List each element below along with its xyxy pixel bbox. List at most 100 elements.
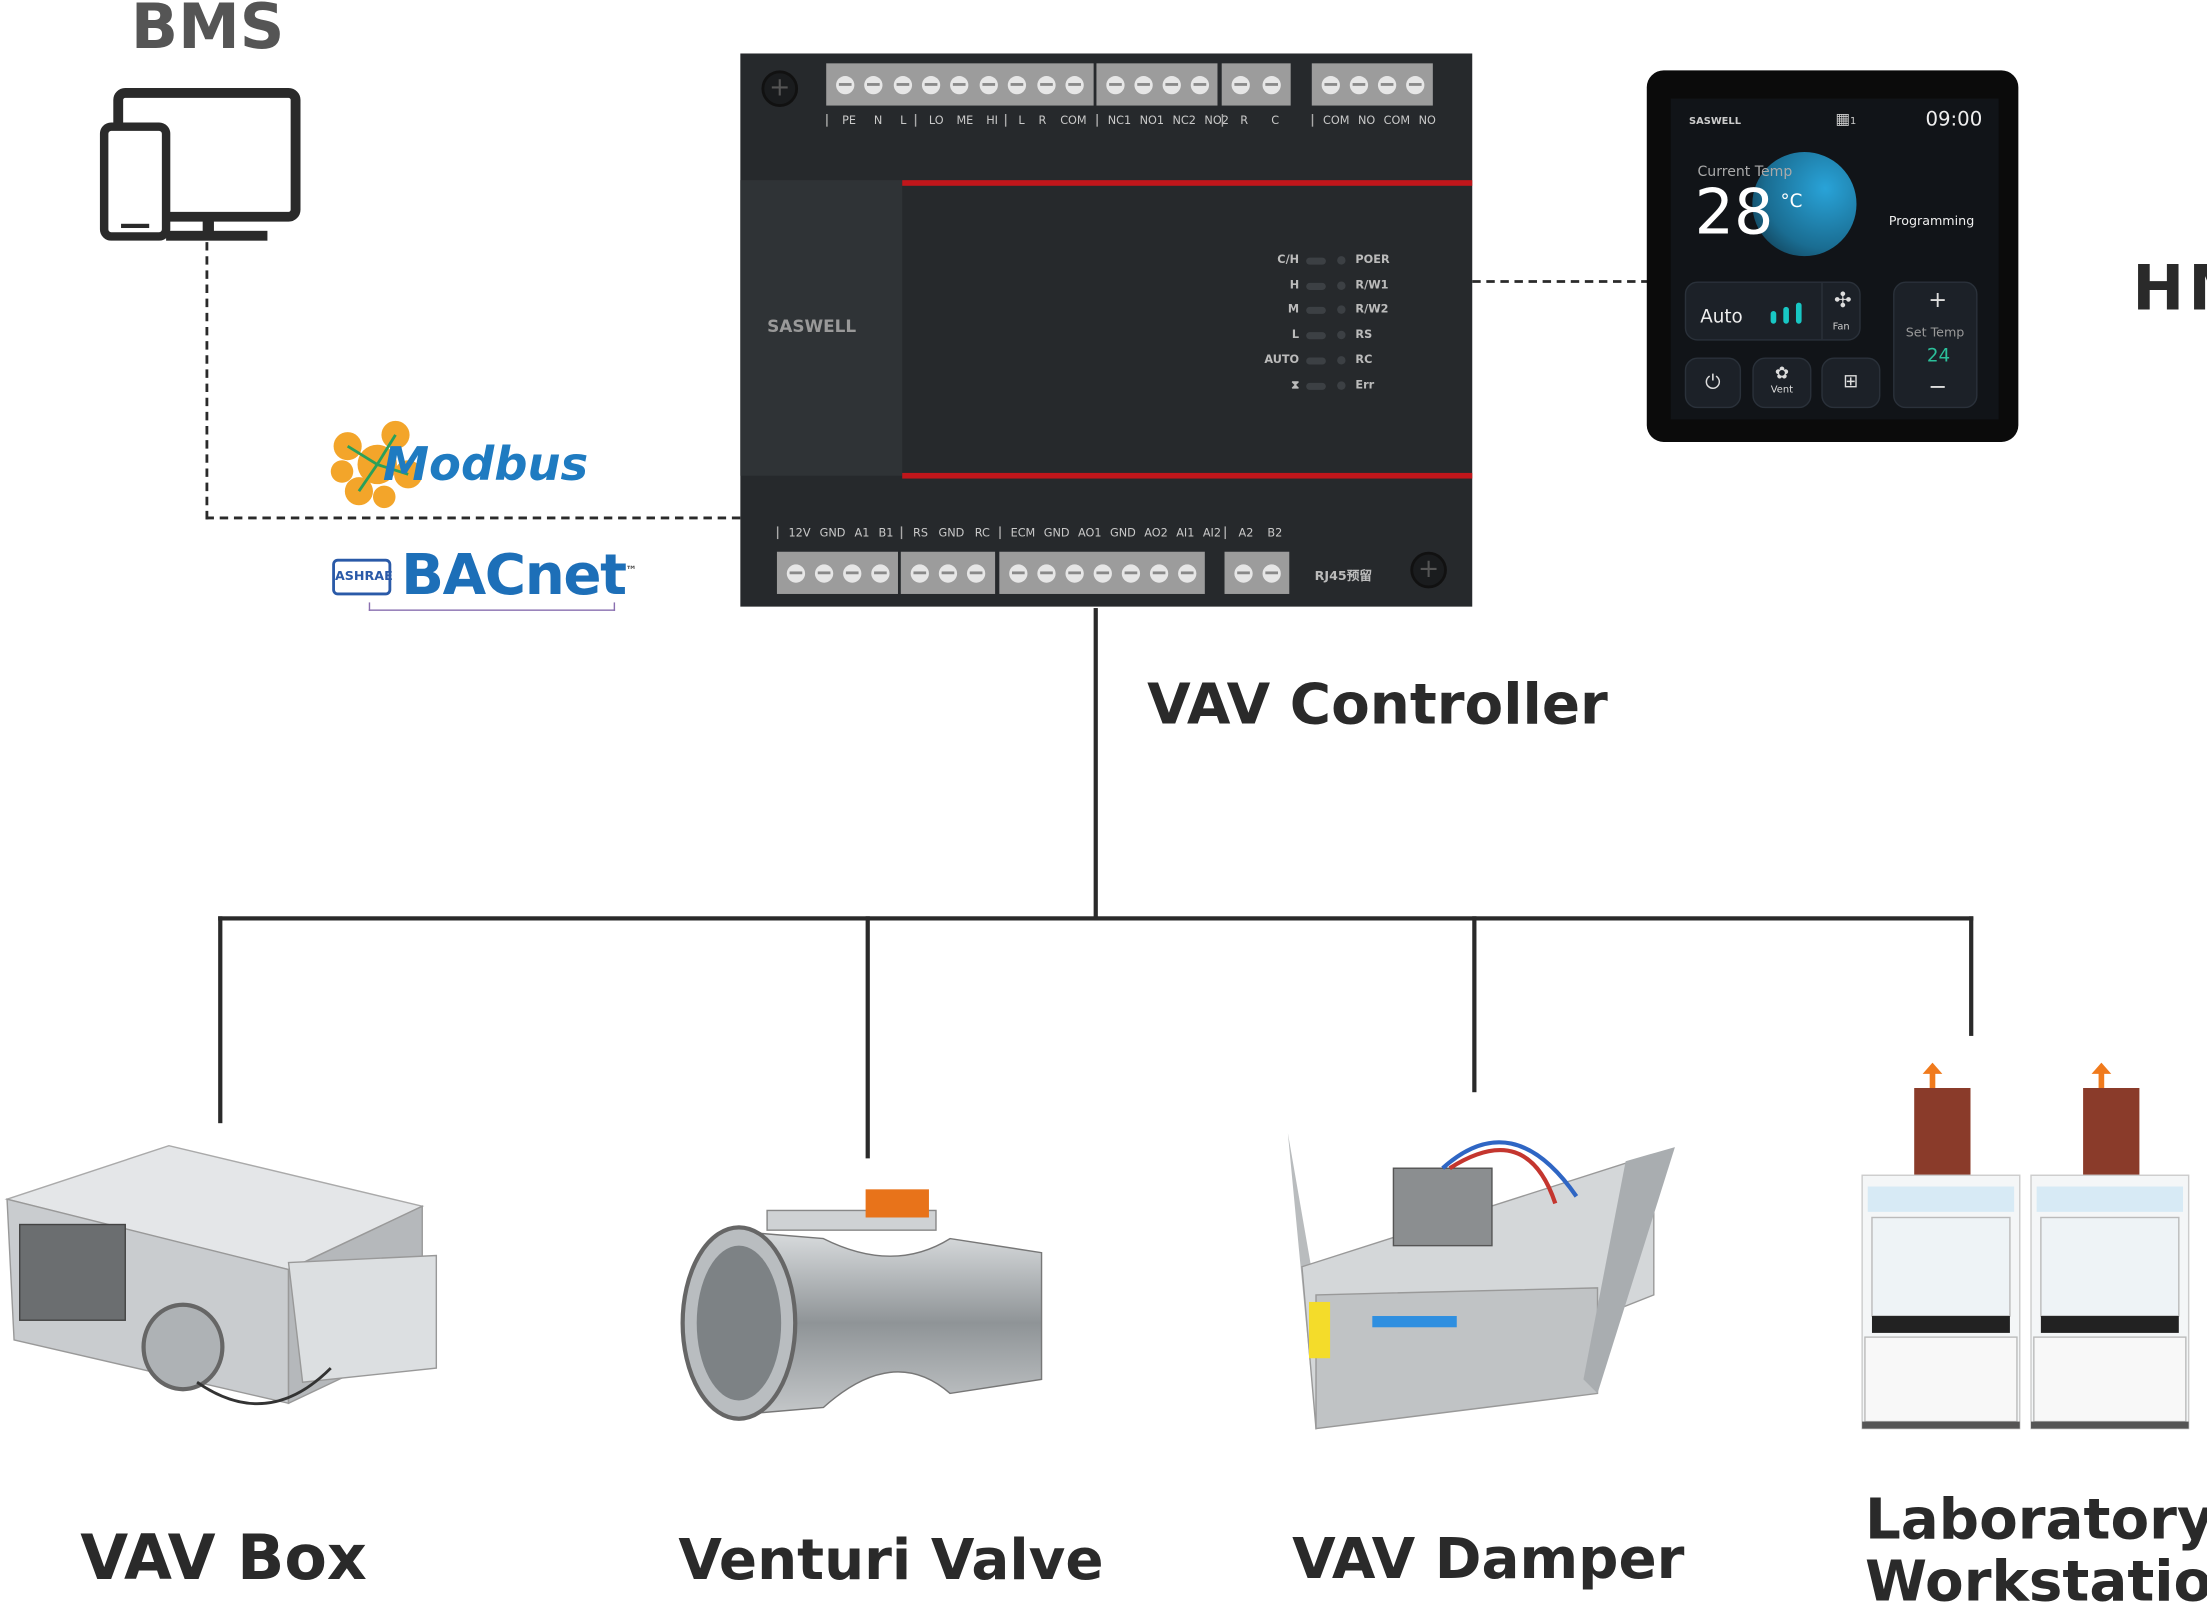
status-led	[1306, 382, 1326, 390]
terminal-screw[interactable]	[1377, 75, 1396, 94]
terminal-label: GND	[819, 526, 846, 540]
terminal-label: NC2	[1172, 114, 1196, 127]
terminal-screw[interactable]	[1105, 75, 1124, 94]
mount-screw-icon: +	[1410, 551, 1447, 589]
terminal-screw[interactable]	[893, 75, 912, 94]
vent-button[interactable]: ✿ Vent	[1752, 357, 1812, 409]
bottom-terminal-block	[999, 551, 1205, 594]
terminal-screw[interactable]	[1133, 75, 1153, 94]
terminal-screw[interactable]	[1177, 563, 1196, 583]
terminal-screw[interactable]	[967, 563, 986, 583]
terminal-screw[interactable]	[870, 563, 889, 583]
schedule-number: 1	[1850, 115, 1857, 127]
terminal-screw[interactable]	[1320, 75, 1340, 94]
status-led	[1337, 281, 1346, 290]
modbus-label: Modbus	[382, 436, 589, 492]
hmi-time: 09:00	[1925, 108, 1983, 131]
hmi-title: HMI	[2132, 253, 2207, 326]
terminal-screw[interactable]	[979, 75, 998, 94]
bms-title: BMS	[130, 0, 285, 64]
terminal-label: L	[900, 114, 907, 127]
terminal-label: L	[1018, 114, 1025, 127]
terminal-label: ECM	[1010, 526, 1036, 540]
vent-label: Vent	[1770, 384, 1793, 396]
mount-screw-icon: +	[761, 70, 799, 107]
mode-status: Programming	[1888, 215, 1975, 230]
led-label-left: H	[1289, 278, 1300, 291]
menu-button[interactable]: ⊞	[1821, 357, 1881, 409]
terminal-label: ME	[956, 114, 974, 127]
terminal-screw[interactable]	[835, 75, 854, 94]
fan-speed-bars-icon	[1770, 302, 1808, 324]
led-label-right: POER	[1355, 253, 1390, 267]
laboratory-workstation-label: Laboratory Workstation	[1865, 1489, 2207, 1613]
bottom-terminal-block	[900, 551, 996, 594]
led-label-right: RS	[1355, 328, 1373, 341]
status-led	[1337, 380, 1346, 390]
terminal-screw[interactable]	[1008, 563, 1027, 583]
red-stripe-bottom	[902, 472, 1473, 479]
terminal-screw[interactable]	[1231, 75, 1251, 94]
set-temp-label: Set Temp	[1905, 326, 1965, 341]
terminal-screw[interactable]	[1262, 75, 1281, 94]
terminal-screw[interactable]	[1121, 563, 1140, 583]
led-label-right: Err	[1355, 377, 1375, 391]
terminal-screw[interactable]	[950, 75, 970, 94]
terminal-label: GND	[1109, 526, 1136, 540]
terminal-screw[interactable]	[814, 563, 833, 583]
terminal-screw[interactable]	[786, 563, 805, 583]
fan-icon[interactable]: ✣	[1833, 287, 1852, 313]
terminal-screw[interactable]	[864, 75, 883, 94]
terminal-screw[interactable]	[842, 563, 861, 583]
vav-damper-image	[1287, 1133, 1675, 1430]
power-button[interactable]: ⏻	[1684, 357, 1742, 409]
terminal-screw[interactable]	[1190, 75, 1209, 94]
terminal-label: AO1	[1077, 526, 1102, 540]
terminal-screw[interactable]	[1161, 75, 1181, 94]
venturi-valve-image	[680, 1189, 1043, 1421]
top-terminal-block	[1311, 63, 1433, 106]
bms-link-vertical	[205, 242, 209, 520]
terminal-label: R	[1240, 114, 1249, 127]
terminal-screw[interactable]	[921, 75, 941, 94]
terminal-label: COM	[1383, 114, 1411, 127]
terminal-screw[interactable]	[1008, 75, 1027, 94]
terminal-screw[interactable]	[910, 563, 929, 583]
led-label-right: R/W2	[1355, 303, 1389, 316]
status-led	[1337, 256, 1346, 265]
temp-up-button[interactable]: +	[1928, 285, 1948, 313]
terminal-screw[interactable]	[1064, 563, 1084, 583]
fan-mode-card[interactable]: Auto ✣ Fan	[1684, 281, 1861, 341]
temp-down-button[interactable]: −	[1928, 372, 1948, 400]
terminal-screw[interactable]	[1037, 75, 1056, 94]
terminal-label: HI	[986, 114, 999, 127]
status-led	[1306, 257, 1326, 265]
top-terminal-block	[826, 63, 1094, 106]
terminal-screw[interactable]	[1036, 563, 1055, 583]
status-led	[1306, 332, 1326, 340]
vav-damper-label: VAV Damper	[1292, 1527, 1685, 1592]
terminal-screw[interactable]	[1405, 75, 1424, 94]
schedule-icon: ▦1	[1835, 109, 1857, 129]
terminal-label: GND	[938, 526, 965, 540]
hmi-screen: SASWELL ▦1 09:00 Current Temp 28 °C Prog…	[1670, 98, 1999, 420]
status-led	[1337, 330, 1346, 340]
hmi-thermostat-device: SASWELL ▦1 09:00 Current Temp 28 °C Prog…	[1646, 70, 2019, 442]
terminal-screw[interactable]	[1233, 563, 1252, 583]
terminal-screw[interactable]	[938, 563, 958, 583]
terminal-screw[interactable]	[1261, 563, 1281, 583]
laboratory-workstation-image	[1861, 1062, 2190, 1430]
terminal-screw[interactable]	[1065, 75, 1085, 94]
terminal-screw[interactable]	[1149, 563, 1168, 583]
terminal-screw[interactable]	[1349, 75, 1368, 94]
terminal-screw[interactable]	[1092, 563, 1112, 583]
bms-link-horizontal	[205, 516, 741, 520]
bottom-terminal-block	[776, 551, 898, 594]
modbus-logo-icon	[330, 420, 423, 509]
red-stripe-top	[902, 180, 1473, 186]
